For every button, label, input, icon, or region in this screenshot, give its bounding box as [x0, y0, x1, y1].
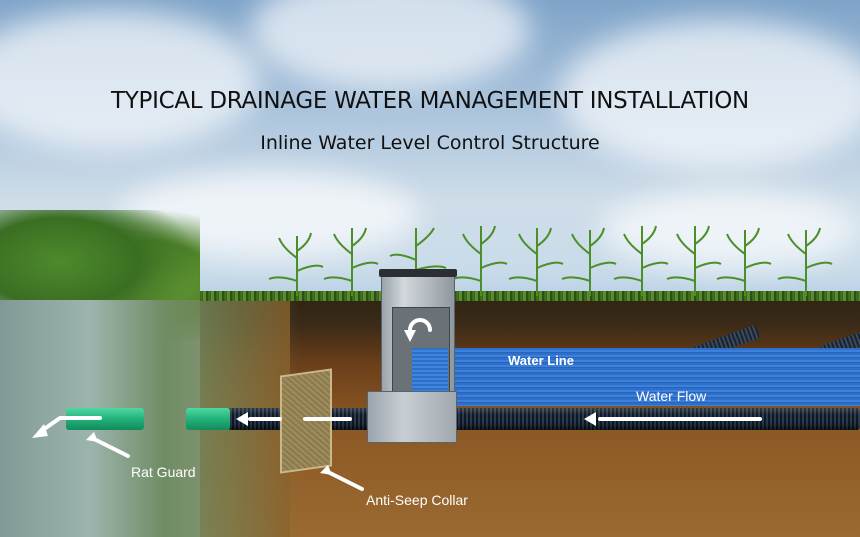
rat-guard-pointer-icon: [90, 436, 130, 458]
arrow-head-icon: [86, 432, 98, 442]
corn-plant: [561, 227, 617, 296]
control-structure-water: [412, 348, 448, 392]
cloud: [600, 190, 860, 270]
water-line-label: Water Line: [508, 353, 574, 368]
diagram-subtitle: Inline Water Level Control Structure: [260, 132, 600, 154]
control-structure-base: [367, 391, 457, 443]
arrow-head-icon: [32, 424, 48, 438]
corn-plant: [716, 227, 772, 296]
anti-seep-collar-label: Anti-Seep Collar: [366, 492, 468, 508]
rat-guard-pipe-outlet: [66, 408, 144, 430]
cloud: [0, 10, 260, 150]
rat-guard-pipe-inner: [186, 408, 230, 430]
collar-pointer-icon: [324, 469, 364, 491]
corn-plant: [268, 232, 324, 296]
ground-surface: [200, 291, 860, 301]
outlet-arrow-icon: [38, 416, 102, 434]
arrow-head-icon: [584, 412, 596, 426]
arrow-head-icon: [320, 465, 332, 475]
rat-guard-label: Rat Guard: [131, 464, 196, 480]
control-structure-lid: [379, 269, 457, 277]
cloud: [560, 20, 860, 170]
overflow-arrow-icon: [408, 318, 432, 332]
arrow-head-icon: [404, 330, 416, 342]
corn-plant: [777, 227, 833, 296]
corn-plant: [508, 227, 564, 296]
water-flow-label: Water Flow: [636, 388, 707, 404]
corn-plant: [666, 225, 722, 296]
corn-plant: [323, 227, 379, 296]
corn-plant: [613, 225, 669, 296]
water-table: [452, 348, 860, 406]
diagram-title: TYPICAL DRAINAGE WATER MANAGEMENT INSTAL…: [111, 88, 749, 114]
arrow-head-icon: [236, 412, 248, 426]
